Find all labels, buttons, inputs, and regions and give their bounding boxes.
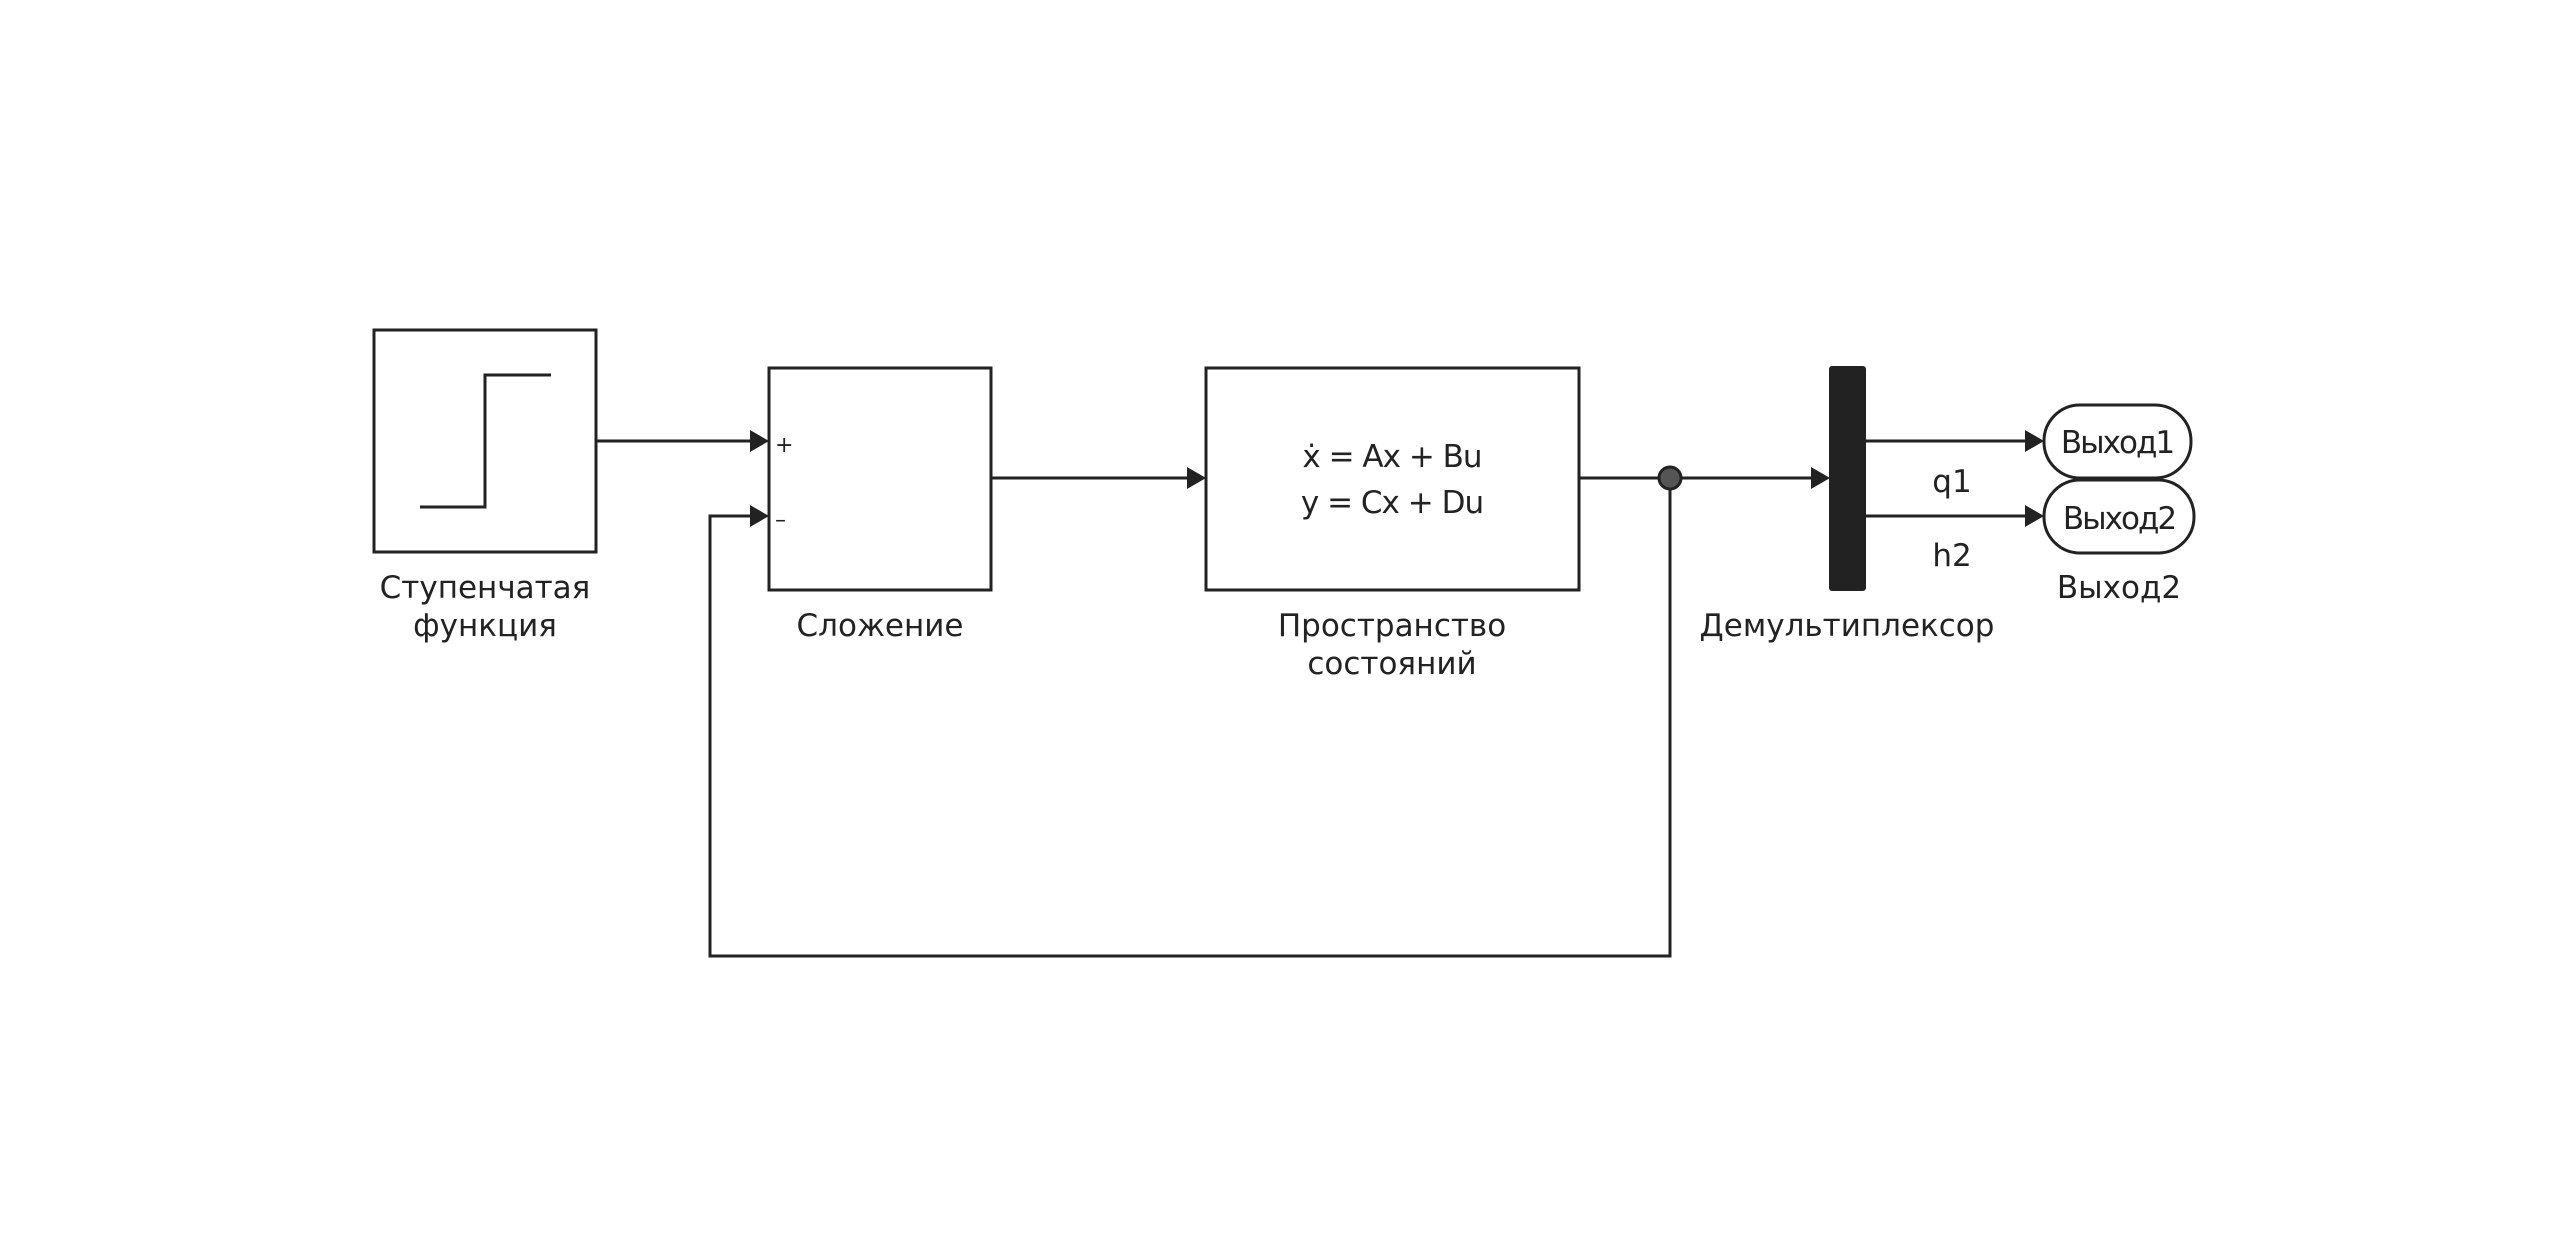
arrowhead-sum-plus xyxy=(750,430,769,452)
arrowhead-out1-input xyxy=(2025,430,2044,452)
demux-block-label: Демультиплексор xyxy=(1700,608,1995,644)
state-space-block[interactable]: ẋ = Ax + Bu y = Cx + Du xyxy=(1204,366,1581,592)
arrowhead-demux-input xyxy=(1811,467,1830,489)
outport-2-label: Выход2 xyxy=(2057,570,2181,606)
outport-1-text: Выход1 xyxy=(2061,425,2173,461)
state-space-block-label-line1: Пространство xyxy=(1278,608,1506,644)
outport-2-block[interactable]: Выход2 xyxy=(2042,478,2196,555)
outport-2-text: Выход2 xyxy=(2063,501,2175,537)
demux-block[interactable] xyxy=(1829,366,1866,591)
sum-plus-sign: + xyxy=(775,433,793,458)
outport-1-frame[interactable] xyxy=(2042,403,2193,480)
sum-minus-sign: – xyxy=(775,508,786,533)
step-icon xyxy=(420,373,551,509)
step-block-label-line2: функция xyxy=(413,608,557,644)
sum-block-frame[interactable] xyxy=(767,366,993,592)
arrowhead-sum-minus xyxy=(750,505,769,527)
state-space-block-label-line2: состояний xyxy=(1307,646,1476,682)
outport-1-block[interactable]: Выход1 xyxy=(2042,403,2193,480)
arrowhead-state-space-input xyxy=(1187,467,1206,489)
state-space-equation-line1: ẋ = Ax + Bu xyxy=(1302,439,1481,475)
sum-block[interactable]: + – xyxy=(767,366,993,592)
step-block[interactable] xyxy=(372,328,598,554)
state-space-equation-line2: y = Cx + Du xyxy=(1301,485,1483,521)
sum-block-label: Сложение xyxy=(797,608,964,644)
step-block-label-line1: Ступенчатая xyxy=(380,570,591,606)
state-space-block-frame[interactable] xyxy=(1204,366,1581,592)
signal-label-q1: q1 xyxy=(1932,464,1971,500)
outport-2-frame[interactable] xyxy=(2042,478,2196,555)
branch-point xyxy=(1657,465,1683,491)
wire-feedback-loop[interactable] xyxy=(708,478,1672,958)
arrowhead-out2-input xyxy=(2025,505,2044,527)
signal-label-h2: h2 xyxy=(1932,538,1971,574)
